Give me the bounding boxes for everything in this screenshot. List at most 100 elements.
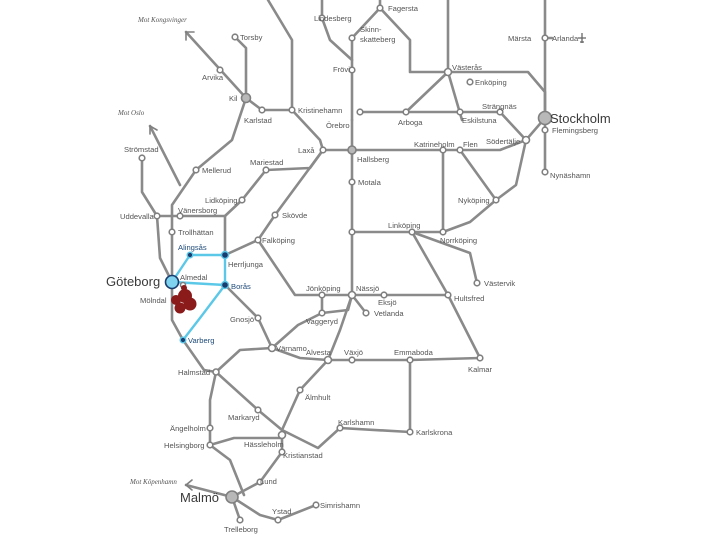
label-dir-oslo: Mot Oslo	[117, 109, 145, 117]
station-skovde[interactable]	[271, 211, 279, 219]
station-motala[interactable]	[348, 178, 356, 186]
label-norrkoping: Norrköping	[440, 236, 477, 245]
station-uddevalla[interactable]	[153, 212, 161, 220]
station-karlskrona[interactable]	[406, 428, 414, 436]
station-vaxjo[interactable]	[348, 356, 356, 364]
station-eksjo[interactable]	[380, 291, 388, 299]
station-hassleholm[interactable]	[277, 430, 287, 440]
label-linkoping: Linköping	[388, 221, 421, 230]
label-stromstad: Strömstad	[124, 145, 159, 154]
station-stromstad[interactable]	[138, 154, 146, 162]
station-strangnas[interactable]	[496, 108, 504, 116]
station-stockholm[interactable]	[537, 110, 553, 126]
line-fagersta	[350, 0, 382, 62]
station-linkoping[interactable]	[408, 228, 416, 236]
station-vasteras[interactable]	[443, 67, 453, 77]
label-gnosjo: Gnosjö	[230, 315, 254, 324]
station-hallsberg[interactable]	[347, 145, 357, 155]
station-karlshamn[interactable]	[336, 424, 344, 432]
station-lund[interactable]	[256, 478, 264, 486]
hub-marker-icon[interactable]	[171, 285, 197, 314]
station-almhult[interactable]	[296, 386, 304, 394]
line-ystad-simrishamn	[230, 495, 318, 522]
line-oslo	[148, 124, 182, 187]
station-helsingborg[interactable]	[206, 441, 214, 449]
station-kristianstad[interactable]	[278, 448, 286, 456]
station-eskilstuna[interactable]	[456, 108, 464, 116]
station-goteborg[interactable]	[164, 274, 180, 290]
station-angelholm[interactable]	[206, 424, 214, 432]
station-varberg[interactable]	[179, 336, 187, 344]
route-goteborg-boras	[170, 280, 227, 287]
station-enkoping[interactable]	[466, 78, 474, 86]
station-kristinehamn[interactable]	[288, 106, 296, 114]
label-hultsfred: Hultsfred	[454, 294, 484, 303]
label-lund: Lund	[260, 477, 277, 486]
label-trollhattan: Trollhättan	[178, 228, 214, 237]
station-norrkoping[interactable]	[439, 228, 447, 236]
station-trelleborg[interactable]	[236, 516, 244, 524]
label-goteborg: Göteborg	[106, 274, 160, 289]
station-markaryd[interactable]	[254, 406, 262, 414]
station-orebro[interactable]	[356, 108, 364, 116]
station-simrishamn[interactable]	[312, 501, 320, 509]
label-mellerud: Mellerud	[202, 166, 231, 175]
label-kristianstad: Kristianstad	[283, 451, 323, 460]
station-sodertalje[interactable]	[521, 135, 531, 145]
station-vetlanda[interactable]	[362, 309, 370, 317]
station-jonkoping[interactable]	[318, 291, 326, 299]
station-labels: Mot Kongsvinger Mot Oslo Mot Köpenhamn S…	[106, 4, 611, 534]
station-hultsfred[interactable]	[444, 291, 452, 299]
label-skinnskatteberg-2: skatteberg	[360, 35, 395, 44]
station-emmaboda[interactable]	[406, 356, 414, 364]
label-mariestad: Mariestad	[250, 158, 283, 167]
label-frovi: Frövi	[333, 65, 350, 74]
station-arvika[interactable]	[216, 66, 224, 74]
station-ystad[interactable]	[274, 516, 282, 524]
station-varnamo[interactable]	[267, 343, 277, 353]
station-nassjo[interactable]	[347, 290, 357, 300]
station-arboga[interactable]	[402, 108, 410, 116]
label-helsingborg: Helsingborg	[164, 441, 205, 450]
label-katrineholm: Katrineholm	[414, 140, 455, 149]
line-nassjo-alvesta	[326, 293, 354, 362]
station-flemingsberg[interactable]	[541, 126, 549, 134]
station-torsby[interactable]	[231, 33, 239, 41]
station-nynashamn[interactable]	[541, 168, 549, 176]
station-flen[interactable]	[456, 146, 464, 154]
station-katrineholm[interactable]	[439, 146, 447, 154]
station-gnosjo[interactable]	[254, 314, 262, 322]
station-kil[interactable]	[240, 92, 252, 104]
station-mellerud[interactable]	[192, 166, 200, 174]
station-fagersta[interactable]	[376, 4, 384, 12]
station-herrljunga[interactable]	[220, 250, 230, 260]
label-stockholm: Stockholm	[550, 111, 611, 126]
station-nykoping[interactable]	[492, 196, 500, 204]
label-hassleholm: Hässleholm	[244, 440, 284, 449]
label-trelleborg: Trelleborg	[224, 525, 258, 534]
station-alingsas[interactable]	[186, 251, 194, 259]
station-vaggeryd[interactable]	[318, 309, 326, 317]
label-vaggeryd: Vaggeryd	[306, 317, 338, 326]
station-vastervik[interactable]	[473, 279, 481, 287]
station-lidkoping[interactable]	[238, 196, 246, 204]
station-marsta[interactable]	[541, 34, 549, 42]
station-alvesta[interactable]	[323, 355, 333, 365]
station-boras[interactable]	[220, 280, 230, 290]
station-frovi[interactable]	[348, 66, 356, 74]
label-kalmar: Kalmar	[468, 365, 493, 374]
station-skinnskatteberg[interactable]	[348, 34, 356, 42]
station-lindesberg[interactable]	[318, 14, 326, 22]
station-mariestad[interactable]	[262, 166, 270, 174]
station-malmo[interactable]	[225, 490, 239, 504]
station-karlstad[interactable]	[258, 106, 266, 114]
station-trollhattan[interactable]	[168, 228, 176, 236]
line-flen-nykoping	[458, 148, 498, 202]
station-laxa[interactable]	[319, 146, 327, 154]
station-falkoping[interactable]	[254, 236, 262, 244]
station-vanersborg[interactable]	[176, 212, 184, 220]
station-kalmar[interactable]	[476, 354, 484, 362]
line-kongsvinger	[184, 30, 248, 100]
station-halmstad[interactable]	[212, 368, 220, 376]
station-mjolby[interactable]	[348, 228, 356, 236]
